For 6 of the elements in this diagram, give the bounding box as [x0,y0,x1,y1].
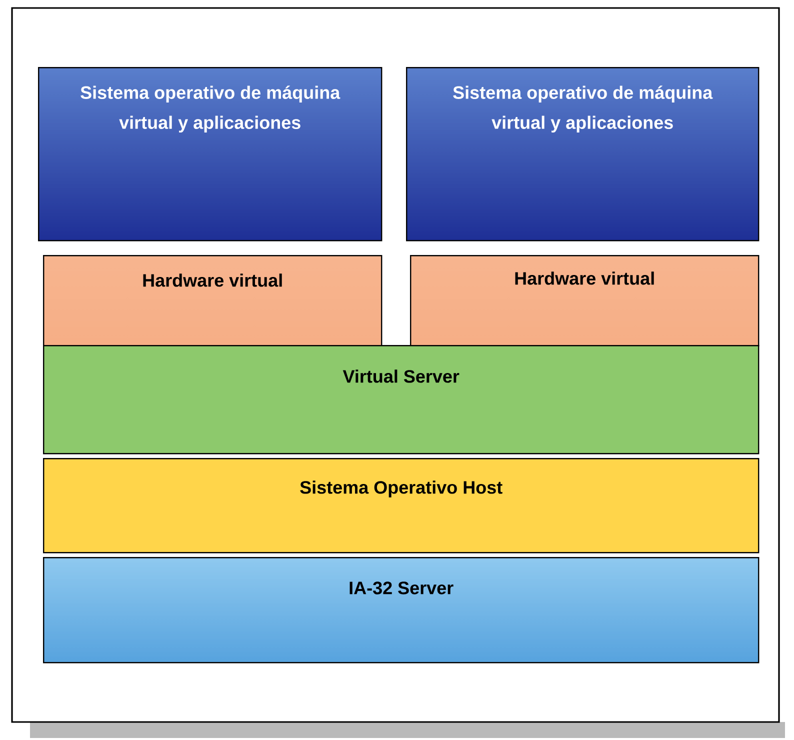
layer-box: Sistema operativo de máquina virtual y aplicaciones [38,67,382,242]
layer-box: IA-32 Server [43,557,760,664]
layer-box: Hardware virtual [43,255,382,346]
layer-box: Sistema operativo de máquina virtual y aplicaciones [406,67,760,242]
layer-box: Hardware virtual [410,255,760,346]
layer-box: Sistema Operativo Host [43,458,760,554]
